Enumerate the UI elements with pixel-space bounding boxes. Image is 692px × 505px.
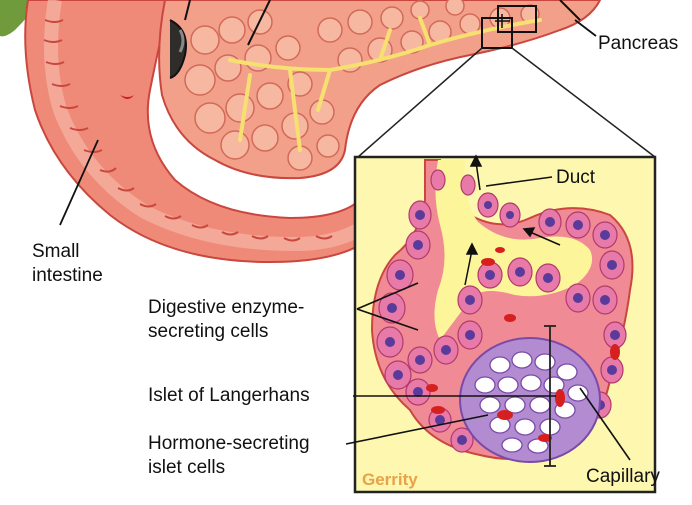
pancreas-illustration (159, 0, 600, 178)
islet-of-langerhans (460, 338, 600, 462)
label-small-intestine-line2: intestine (32, 264, 103, 287)
label-duct: Duct (556, 166, 595, 189)
illustrator-credit: Gerrity (362, 470, 418, 490)
label-hormone-line1: Hormone-secreting (148, 432, 310, 455)
label-small-intestine-line1: Small (32, 240, 80, 263)
label-hormone-line2: islet cells (148, 456, 225, 479)
label-pancreas: Pancreas (598, 32, 678, 55)
label-digestive-line1: Digestive enzyme- (148, 296, 304, 319)
zoom-line-right (512, 48, 655, 157)
label-capillary: Capillary (586, 465, 660, 488)
label-islet: Islet of Langerhans (148, 384, 310, 407)
label-digestive-line2: secreting cells (148, 320, 268, 343)
